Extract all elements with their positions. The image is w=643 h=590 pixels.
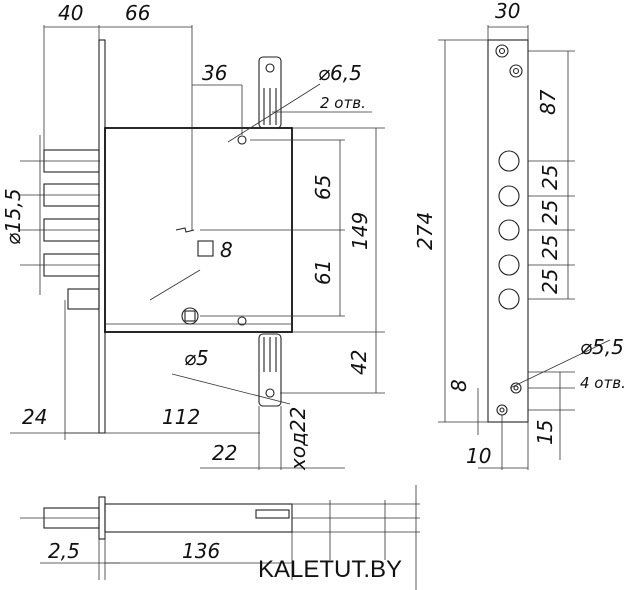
- dim-plate-25d: 25: [538, 269, 562, 294]
- dim-42: 42: [347, 350, 371, 375]
- dim-holes-2: 2 отв.: [320, 94, 366, 112]
- bottom-rod: [258, 333, 282, 407]
- dim-top-66: 66: [125, 1, 150, 25]
- dim-bolt-d155: ⌀15,5: [1, 188, 25, 245]
- dim-plate-8: 8: [447, 379, 471, 392]
- dim-plate-25a: 25: [538, 165, 562, 190]
- dim-plate-10: 10: [466, 444, 491, 468]
- dim-61: 61: [311, 260, 335, 285]
- dim-bottom-136: 136: [182, 539, 220, 563]
- dim-hole-d65: ⌀6,5: [318, 61, 362, 85]
- dim-plate-274: 274: [413, 212, 437, 250]
- square-symbol: [197, 240, 214, 257]
- dim-112: 112: [162, 405, 200, 429]
- dim-149: 149: [348, 212, 372, 250]
- dim-65: 65: [311, 175, 335, 200]
- dim-plate-15: 15: [533, 420, 557, 445]
- dim-holes-4: 4 отв.: [580, 374, 626, 392]
- dim-hole-d5: ⌀5: [184, 346, 209, 370]
- bolts: [20, 149, 100, 310]
- dim-24: 24: [22, 405, 47, 429]
- dim-plate-30: 30: [495, 0, 520, 23]
- strike-plate-view: [438, 25, 611, 470]
- brand-label: KALETUT.BY: [258, 556, 402, 583]
- top-rod: [258, 56, 282, 129]
- strike-plate: [487, 39, 529, 423]
- dim-plate-25b: 25: [538, 200, 562, 225]
- dim-bottom-25: 2,5: [48, 539, 80, 563]
- dim-top-36: 36: [202, 61, 227, 85]
- dim-top-40: 40: [58, 1, 83, 25]
- mount-hole-top: [237, 135, 247, 145]
- lock-front-view: [10, 25, 385, 470]
- mount-hole-bottom: [237, 316, 247, 326]
- spindle-hole: [181, 307, 199, 325]
- dim-plate-87: 87: [536, 89, 560, 115]
- lock-bottom-view: [20, 485, 420, 590]
- dim-stroke-22: ход22: [286, 407, 310, 471]
- dim-plate-d55: ⌀5,5: [580, 335, 624, 359]
- dim-22: 22: [212, 441, 237, 465]
- dim-square-8: 8: [220, 238, 233, 262]
- dim-plate-25c: 25: [538, 235, 562, 260]
